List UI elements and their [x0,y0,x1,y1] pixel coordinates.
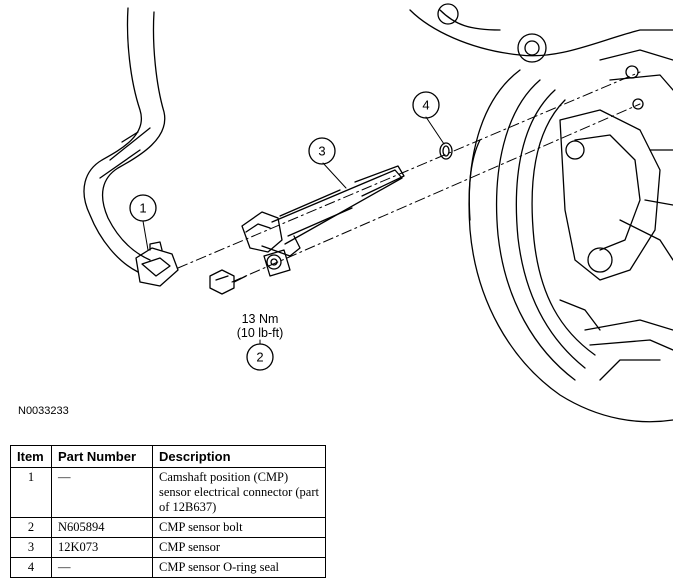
cell-item: 2 [10,517,52,538]
callout-label-2: 2 [256,350,263,365]
torque-lbft: (10 lb-ft) [237,326,284,340]
figure-id: N0033233 [18,405,69,417]
callout-label-3: 3 [318,144,325,159]
cell-description: CMP sensor bolt [152,517,326,538]
electrical-connector [135,241,179,287]
cell-item: 1 [10,467,52,518]
cell-part-number: 12K073 [51,537,153,558]
cell-description: CMP sensor [152,537,326,558]
bolt [209,269,247,295]
callout-circle-3 [308,137,336,165]
cell-item: 4 [10,557,52,578]
callout-label-1: 1 [139,201,146,216]
table-row: 1 — Camshaft position (CMP) sensor elect… [10,467,326,518]
header-description: Description [152,445,326,468]
callout-label-4: 4 [422,98,429,113]
callout-circle-1 [129,194,157,222]
leader-lines [142,116,445,345]
engine-assembly [409,3,673,423]
table-row: 3 12K073 CMP sensor [10,537,326,558]
wiring-harness [83,7,166,273]
table-row: 4 — CMP sensor O-ring seal [10,557,326,578]
cell-item: 3 [10,537,52,558]
table-header-row: Item Part Number Description [10,445,326,468]
cmp-sensor [241,165,405,277]
cell-description: CMP sensor O-ring seal [152,557,326,578]
cell-part-number: — [51,467,153,518]
alignment-lines [177,71,641,283]
header-part-number: Part Number [51,445,153,468]
o-ring [439,142,453,160]
callout-circle-2 [246,343,274,371]
torque-nm: 13 Nm [242,312,279,326]
cell-description: Camshaft position (CMP) sensor electrica… [152,467,326,518]
header-item: Item [10,445,52,468]
cmp-sensor-illustration: 1 2 3 4 13 Nm (10 lb-ft) [83,3,673,423]
cell-part-number: N605894 [51,517,153,538]
table-row: 2 N605894 CMP sensor bolt [10,517,326,538]
cell-part-number: — [51,557,153,578]
parts-table: Item Part Number Description 1 — Camshaf… [10,445,326,578]
callout-circle-4 [412,91,440,119]
